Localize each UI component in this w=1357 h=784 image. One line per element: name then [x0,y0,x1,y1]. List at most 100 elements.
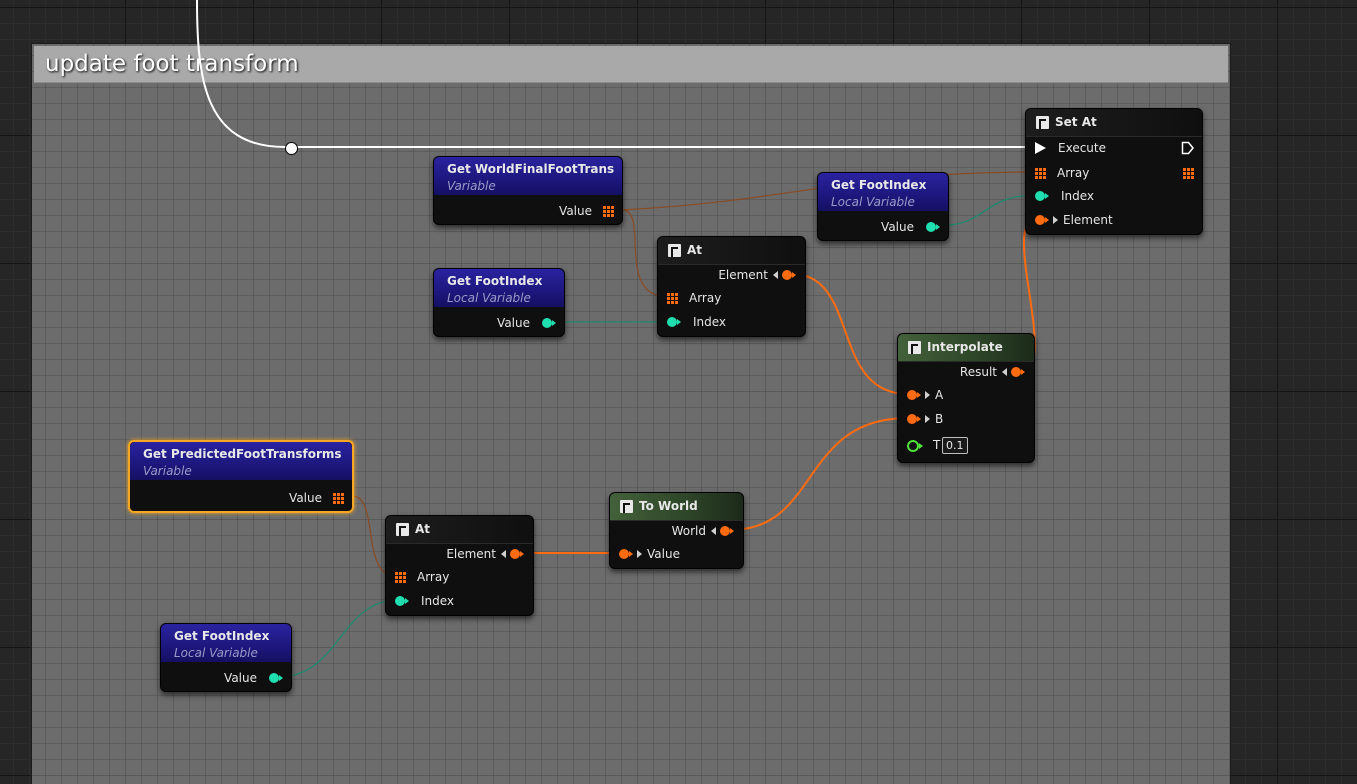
pin-label: Array [417,570,450,584]
pin-row-value: Value [434,203,622,219]
pin-label: Element [1063,213,1113,227]
pin-label: Execute [1058,141,1106,155]
pin-row-world: World [610,523,743,539]
array-out-pin[interactable] [1183,168,1194,179]
node-subtitle: Local Variable [174,646,258,660]
comment-title: update foot transform [45,51,299,77]
at-header[interactable]: At [658,237,805,265]
node-title: Set At [1055,115,1097,129]
to-world-node[interactable]: To World World Value [609,492,744,569]
pin-label: Element [446,547,496,561]
function-icon [908,341,921,354]
pin-row-array: Array [1026,165,1202,181]
variable-header[interactable]: Get FootIndex Local Variable [161,624,291,662]
function-icon [396,523,409,536]
node-title: Interpolate [927,340,1003,354]
node-title: At [415,522,431,536]
pin-row-index: Index [1026,188,1202,204]
pin-label: Result [959,365,997,379]
function-icon [668,244,681,257]
collapse-triangle[interactable] [1002,368,1007,376]
collapse-triangle[interactable] [773,271,778,279]
node-title: Get PredictedFootTransforms [143,447,342,461]
pin-label: Array [689,291,722,305]
b-in-pin[interactable] [907,414,921,424]
variable-header[interactable]: Get PredictedFootTransforms Variable [130,442,352,480]
interpolate-header[interactable]: Interpolate [898,334,1034,362]
array-in-pin[interactable] [1035,168,1046,179]
at-node-bottom[interactable]: At Element Array Index [385,515,534,616]
get-footindex-node-mid[interactable]: Get FootIndex Local Variable Value [433,268,565,337]
element-in-pin[interactable] [1035,215,1049,225]
array-in-pin[interactable] [395,572,406,583]
to-world-header[interactable]: To World [610,493,743,521]
get-predictedfoottransforms-node[interactable]: Get PredictedFootTransforms Variable Val… [128,440,354,513]
pin-row-value: Value [130,490,352,506]
array-in-pin[interactable] [667,293,678,304]
array-out-pin[interactable] [333,493,344,504]
pin-label: Value [647,547,680,561]
interpolate-node[interactable]: Interpolate Result A B T 0.1 [897,333,1035,463]
pin-row-result: Result [898,364,1034,380]
pin-row-element: Element [1026,212,1202,228]
pin-row-value: Value [818,219,948,235]
pin-row-element: Element [386,546,533,562]
pin-label: Index [1061,189,1095,203]
exec-out-pin[interactable] [1181,141,1195,155]
node-subtitle: Local Variable [831,195,915,209]
expand-triangle[interactable] [925,415,930,423]
world-out-pin[interactable] [720,526,734,536]
set-at-header[interactable]: Set At [1026,109,1202,137]
node-title: Get FootIndex [174,629,270,643]
variable-header[interactable]: Get FootIndex Local Variable [434,269,564,307]
set-at-node[interactable]: Set At Execute Array Index Element [1025,108,1203,235]
pin-row-value: Value [161,670,291,686]
collapse-triangle[interactable] [711,527,716,535]
expand-triangle[interactable] [1053,216,1058,224]
expand-triangle[interactable] [637,550,642,558]
node-title: Get FootIndex [447,274,543,288]
variable-header[interactable]: Get WorldFinalFootTrans Variable [434,157,622,195]
node-subtitle: Local Variable [447,291,531,305]
element-out-pin[interactable] [782,270,796,280]
at-node-top[interactable]: At Element Array Index [657,236,806,337]
pin-row-array: Array [658,290,805,306]
collapse-triangle[interactable] [501,550,506,558]
value-in-pin[interactable] [619,549,633,559]
pin-label: Value [559,204,592,218]
pin-label: Element [718,268,768,282]
pin-label: World [671,524,706,538]
index-in-pin[interactable] [667,317,681,327]
expand-triangle[interactable] [925,391,930,399]
pin-label: Value [289,491,322,505]
a-in-pin[interactable] [907,390,921,400]
get-worldfinalfoottrans-node[interactable]: Get WorldFinalFootTrans Variable Value [433,156,623,225]
function-icon [1036,116,1049,129]
t-in-pin[interactable] [907,440,923,452]
pin-label: Index [693,315,727,329]
pin-label: Value [881,220,914,234]
node-subtitle: Variable [447,179,496,193]
pin-label: Value [497,316,530,330]
get-footindex-node-bottom[interactable]: Get FootIndex Local Variable Value [160,623,292,692]
result-out-pin[interactable] [1011,367,1025,377]
pin-row-array: Array [386,569,533,585]
at-header[interactable]: At [386,516,533,544]
int-out-pin[interactable] [269,673,283,683]
int-out-pin[interactable] [926,222,940,232]
pin-row-index: Index [658,314,805,330]
index-in-pin[interactable] [395,596,409,606]
int-out-pin[interactable] [542,318,556,328]
pin-row-element: Element [658,267,805,283]
index-in-pin[interactable] [1035,191,1049,201]
get-footindex-node-top[interactable]: Get FootIndex Local Variable Value [817,172,949,241]
pin-label: A [935,388,944,402]
comment-header[interactable]: update foot transform [34,46,1228,83]
array-out-pin[interactable] [603,206,614,217]
reroute-knot[interactable] [285,142,298,155]
variable-header[interactable]: Get FootIndex Local Variable [818,173,948,211]
t-value-field[interactable]: 0.1 [942,437,968,454]
pin-row-b: B [898,411,1034,427]
exec-in-pin[interactable] [1035,142,1046,154]
element-out-pin[interactable] [510,549,524,559]
